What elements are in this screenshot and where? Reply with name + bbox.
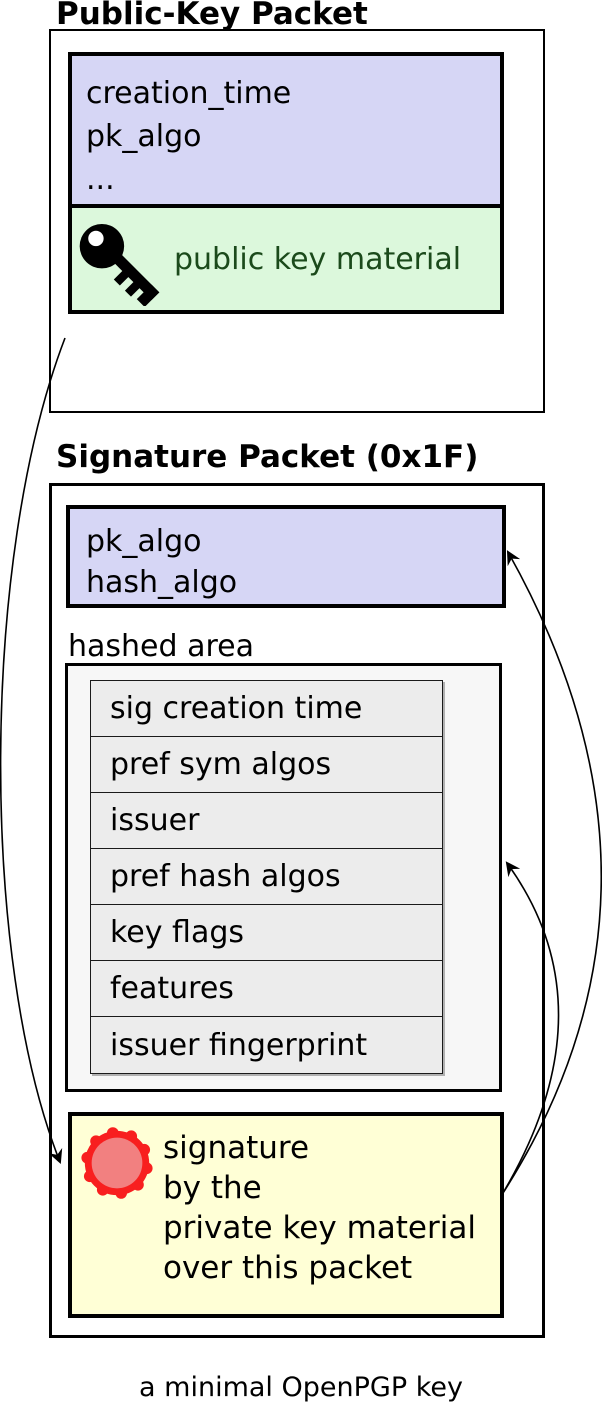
field-creation-time: creation_time [86, 76, 292, 111]
field-pk-algo: pk_algo [86, 524, 202, 559]
signature-header-fields: pk_algo hash_algo [66, 505, 506, 608]
field-ellipsis: ... [86, 162, 115, 197]
field-pk-algo: pk_algo [86, 119, 202, 154]
subpacket-row: pref hash algos [91, 849, 442, 905]
signature-line: over this packet [163, 1250, 413, 1286]
subpacket-row: key flags [91, 905, 442, 961]
seal-icon [78, 1124, 156, 1202]
signature-line: signature [163, 1130, 310, 1166]
public-key-material-section: public key material [72, 204, 500, 310]
subpacket-table: sig creation time pref sym algos issuer … [90, 680, 443, 1074]
diagram-caption: a minimal OpenPGP key [139, 1372, 463, 1403]
signature-line: by the [163, 1170, 262, 1206]
hashed-area-label: hashed area [68, 629, 254, 664]
field-hash-algo: hash_algo [86, 565, 238, 600]
signature-value-box [68, 1112, 504, 1318]
subpacket-row: pref sym algos [91, 737, 442, 793]
key-icon [76, 212, 162, 306]
public-key-packet-title: Public-Key Packet [56, 0, 368, 32]
subpacket-row: issuer [91, 793, 442, 849]
subpacket-row: sig creation time [91, 681, 442, 737]
subpacket-row: issuer fingerprint [91, 1017, 442, 1073]
signature-line: private key material [163, 1210, 476, 1246]
public-key-packet-inner: creation_time pk_algo ... public key mat… [68, 52, 504, 314]
public-key-header-fields: creation_time pk_algo ... [72, 56, 500, 204]
signature-packet-title: Signature Packet (0x1F) [56, 439, 479, 475]
subpacket-row: features [91, 961, 442, 1017]
hashed-area-box: sig creation time pref sym algos issuer … [65, 663, 502, 1092]
public-key-material-label: public key material [174, 241, 462, 277]
signature-description: signature by the private key material ov… [163, 1128, 476, 1288]
